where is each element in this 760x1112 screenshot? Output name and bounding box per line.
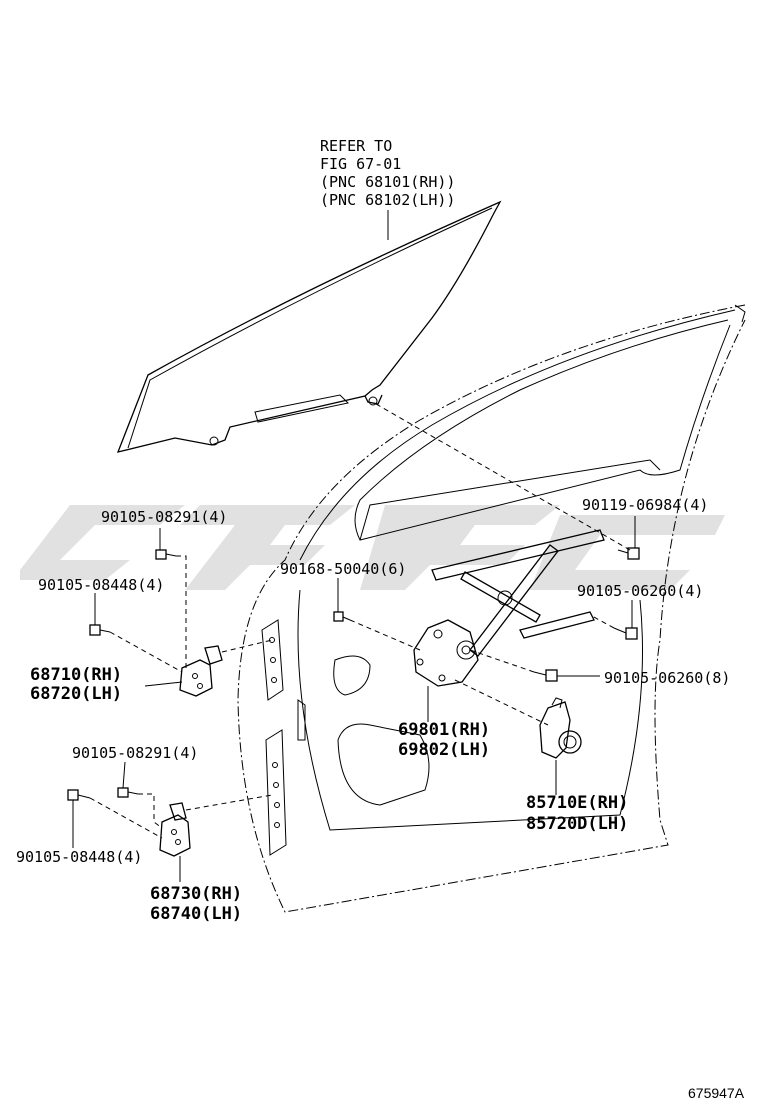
- regulator-motor: [539, 697, 582, 759]
- door-glass: [116, 200, 502, 453]
- label-upper-hinge-rh: 68710(RH): [30, 665, 122, 685]
- window-regulator: [413, 529, 605, 687]
- label-bolt-upper-hinge-side: 90105-08448(4): [38, 576, 164, 594]
- bolt-glass-icon: [617, 547, 640, 560]
- label-lower-hinge-rh: 68730(RH): [150, 884, 242, 904]
- reference-line-2: FIG 67-01: [320, 155, 401, 173]
- bolt-regulator-icon: [333, 611, 351, 622]
- door-panel: [237, 304, 746, 913]
- figure-id: 675947A: [688, 1085, 745, 1101]
- bolt-regulator-rear-icon: [613, 627, 638, 640]
- installation-lines: [89, 403, 631, 839]
- label-motor-rh: 85710E(RH): [526, 793, 628, 813]
- upper-hinge: [179, 645, 223, 697]
- reference-line-4: (PNC 68102(LH)): [320, 191, 455, 209]
- label-regulator-rh: 69801(RH): [398, 720, 490, 740]
- bolt-upper-top-icon: [155, 549, 177, 560]
- label-motor-lh: 85720D(LH): [526, 814, 628, 834]
- label-lower-hinge-lh: 68740(LH): [150, 904, 242, 924]
- reference-note: REFER TO FIG 67-01 (PNC 68101(RH)) (PNC …: [320, 137, 455, 209]
- label-bolt-regulator-rear: 90105-06260(4): [577, 582, 703, 600]
- label-bolt-motor: 90105-06260(8): [604, 669, 730, 687]
- bolt-upper-side-icon: [89, 624, 111, 636]
- leader-lines: [72, 516, 636, 882]
- bolt-motor-icon: [533, 669, 558, 682]
- lower-hinge: [159, 802, 191, 857]
- label-upper-hinge-lh: 68720(LH): [30, 684, 122, 704]
- label-regulator-lh: 69802(LH): [398, 740, 490, 760]
- watermark-logo: [20, 505, 725, 590]
- reference-line-3: (PNC 68101(RH)): [320, 173, 455, 191]
- reference-line-1: REFER TO: [320, 137, 392, 155]
- label-bolt-glass: 90119-06984(4): [582, 496, 708, 514]
- label-bolt-lower-hinge-side: 90105-08448(4): [16, 848, 142, 866]
- label-bolt-regulator: 90168-50040(6): [280, 560, 406, 578]
- bolt-lower-top-icon: [117, 787, 139, 798]
- label-bolt-lower-hinge-top: 90105-08291(4): [72, 744, 198, 762]
- label-bolt-upper-hinge-top: 90105-08291(4): [101, 508, 227, 526]
- bolt-lower-side-icon: [67, 789, 91, 801]
